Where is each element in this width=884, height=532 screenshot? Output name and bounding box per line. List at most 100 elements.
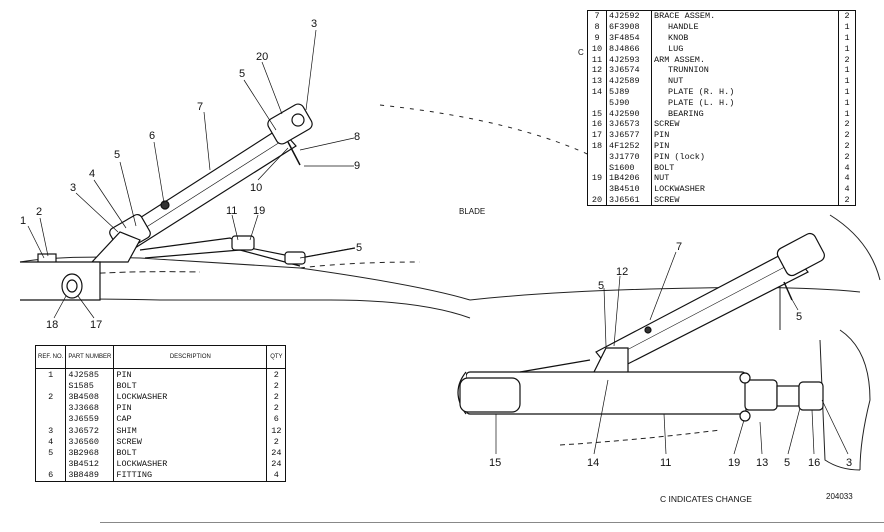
ref-cell [587,183,607,195]
qty-cell: 2 [273,436,279,447]
ref-cell: 11 [587,54,607,65]
qty-cell: 2 [273,391,279,402]
qty-cell: 2 [844,54,850,65]
qty-cell: 1 [844,86,850,97]
callout-12: 12 [616,266,628,278]
description-cell: LUG [651,43,839,55]
description-cell: NUT [651,172,839,184]
description-cell: BOLT [651,162,839,173]
header-qty: QTY [266,345,286,369]
part-number-cell: 3J6572 [65,424,115,437]
callout-1: 1 [20,215,26,227]
change-note: C INDICATES CHANGE [660,494,752,504]
ref-cell: 10 [587,43,607,55]
qty-cell: 12 [271,425,282,436]
part-number-cell: 3B4512 [65,458,115,470]
callout-4: 4 [89,168,95,180]
callout-17: 17 [90,319,102,331]
description-cell: PIN [113,368,268,381]
callout-11: 11 [660,457,671,469]
header-part-number: PART NUMBER [65,345,115,369]
description-cell: NUT [651,75,839,87]
part-number-cell: 3J6559 [65,413,115,425]
ref-cell [35,458,67,470]
callout-3: 3 [846,457,852,469]
ref-cell: 13 [587,75,607,87]
ref-cell: 1 [35,368,67,381]
part-number-cell: 1B4206 [606,172,652,184]
qty-cell: 2 [844,130,850,141]
description-cell: LOCKWASHER [651,183,839,195]
callout-leaders [27,29,849,455]
callout-11: 11 [226,205,237,217]
callout-5: 5 [784,457,790,469]
qty-cell: 1 [844,97,850,108]
bottom-rule [100,522,884,523]
callout-3: 3 [311,18,317,30]
ref-cell: 9 [587,32,607,44]
part-number-cell: S1600 [606,162,652,173]
description-cell: KNOB [651,32,839,44]
callout-19: 19 [253,205,265,217]
qty-cell: 1 [844,65,850,76]
ref-cell: 14 [587,86,607,98]
header-ref-no: REF. NO. [35,345,67,369]
part-number-cell: 3J1770 [606,151,652,163]
callout-16: 16 [808,457,820,469]
ref-cell [587,162,607,173]
ref-cell: 6 [35,469,67,482]
part-number-cell: S1585 [65,380,115,392]
qty-cell: 2 [844,11,850,22]
callout-5: 5 [114,149,120,161]
header-description: DESCRIPTION [113,345,268,369]
part-number-cell: 8J4866 [606,43,652,55]
ref-cell [35,380,67,392]
part-number-cell: 3J6577 [606,129,652,141]
callout-5: 5 [598,280,604,292]
callout-14: 14 [587,457,599,469]
description-cell: BRACE ASSEM. [651,10,839,22]
change-mark: C [578,48,584,57]
description-cell: SCREW [651,194,839,206]
part-number-cell: 4F1252 [606,140,652,152]
part-number-cell: 4J2585 [65,368,115,381]
part-number-cell: 3J6560 [65,436,115,448]
part-number-cell: 3F4854 [606,32,652,44]
right-brace-arm-assembly [457,232,825,422]
callout-15: 15 [489,457,501,469]
qty-cell: 4 [844,184,850,195]
ref-cell: 12 [587,64,607,76]
qty-cell: 1 [844,108,850,119]
ref-cell: 2 [35,391,67,403]
ref-cell: 17 [587,129,607,141]
qty-cell: 1 [844,32,850,43]
description-cell: PLATE (R. H.) [651,86,839,98]
qty-cell: 6 [273,414,279,425]
part-number-cell: 3J6574 [606,64,652,76]
ref-cell [35,402,67,414]
part-number-cell: 3B8489 [65,469,115,482]
callout-20: 20 [256,51,268,63]
description-cell: CAP [113,413,268,425]
description-cell: SCREW [113,436,268,448]
callout-10: 10 [250,182,262,194]
description-cell: BOLT [113,447,268,459]
description-cell: SHIM [113,424,268,437]
